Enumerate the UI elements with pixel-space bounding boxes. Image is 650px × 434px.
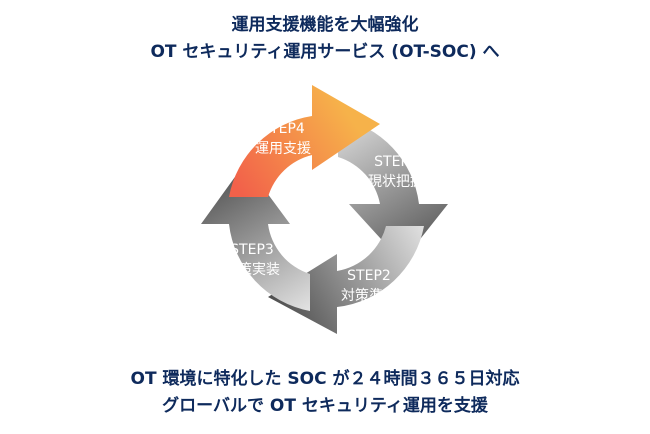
header-line-2: OT セキュリティ運用サービス (OT-SOC) へ (150, 42, 500, 62)
footer-line-2: グローバルで OT セキュリティ運用を支援 (162, 396, 488, 416)
step3-arrow (201, 163, 310, 311)
step4-label: 運用支援 (255, 141, 311, 157)
footer-title: OT 環境に特化した SOC が２４時間３６５日対応 グローバルで OT セキュ… (0, 366, 650, 420)
step2-title: STEP2 (347, 268, 391, 284)
header-line-1: 運用支援機能を大幅強化 (231, 15, 419, 35)
step1-label: 現状把握 (368, 174, 424, 190)
footer-line-1: OT 環境に特化した SOC が２４時間３６５日対応 (130, 369, 520, 389)
step1-title: STEP1 (374, 154, 418, 170)
step4-title: STEP4 (261, 121, 305, 137)
step4-arrow (229, 85, 380, 197)
step2-label: 対策準備 (341, 287, 397, 304)
step3-label: 対策実装 (224, 261, 280, 278)
header-title: 運用支援機能を大幅強化 OT セキュリティ運用サービス (OT-SOC) へ (0, 12, 650, 66)
step3-title: STEP3 (230, 242, 274, 258)
